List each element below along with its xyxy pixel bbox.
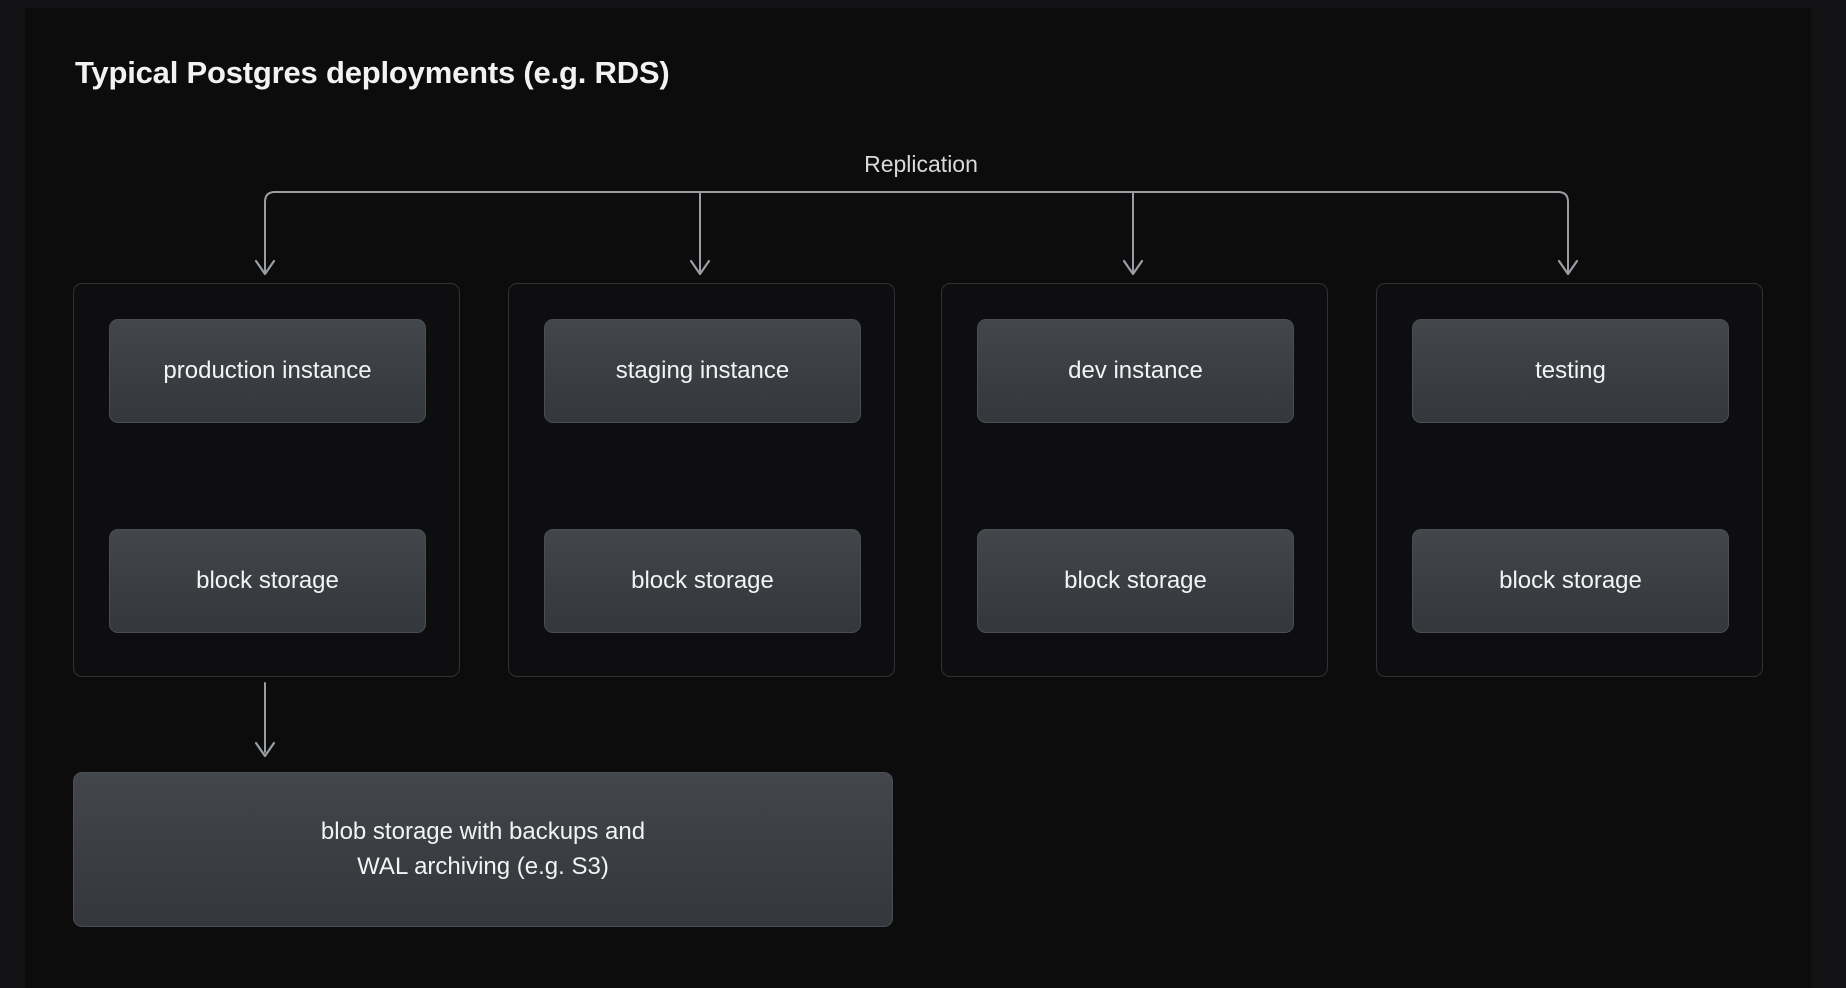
node-label: block storage [631, 567, 774, 594]
node-label: block storage [1064, 567, 1207, 594]
node-testing-block-storage: block storage [1412, 529, 1729, 633]
deployment-card-dev: dev instance block storage [941, 283, 1328, 677]
node-label: block storage [1499, 567, 1642, 594]
node-label: dev instance [1068, 357, 1203, 384]
node-production-block-storage: block storage [109, 529, 426, 633]
node-testing-instance: testing [1412, 319, 1729, 423]
node-dev-instance: dev instance [977, 319, 1294, 423]
page-title: Typical Postgres deployments (e.g. RDS) [75, 55, 670, 90]
deployment-card-staging: staging instance block storage [508, 283, 895, 677]
deployment-card-testing: testing block storage [1376, 283, 1763, 677]
node-label: testing [1535, 357, 1606, 384]
node-label: block storage [196, 567, 339, 594]
node-label: blob storage with backups and WAL archiv… [320, 818, 646, 880]
node-staging-instance: staging instance [544, 319, 861, 423]
node-dev-block-storage: block storage [977, 529, 1294, 633]
node-production-instance: production instance [109, 319, 426, 423]
node-label: staging instance [615, 357, 790, 384]
deployment-card-production: production instance block storage [73, 283, 460, 677]
node-blob-storage: blob storage with backups and WAL archiv… [73, 772, 893, 927]
node-label: production instance [163, 357, 372, 384]
node-staging-block-storage: block storage [544, 529, 861, 633]
